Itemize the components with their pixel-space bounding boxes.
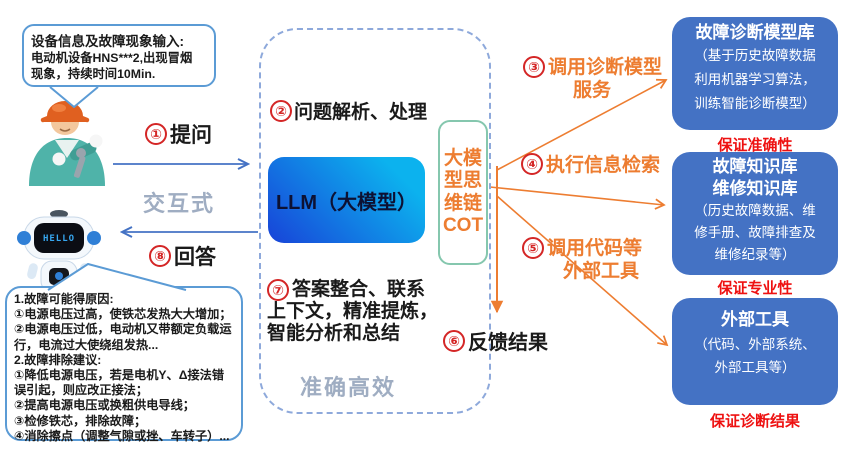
step1-question-label: ① 提问 (145, 119, 212, 149)
answer-line: ②电源电压过低，电动机又带额定负载运 (14, 322, 232, 337)
device-input-line: 现象，持续时间10Min. (31, 67, 156, 81)
cot-line: 型思 (443, 170, 482, 191)
step8-number-badge: ⑧ (149, 245, 171, 267)
answer-line: 1.故障可能得原因: (14, 292, 114, 306)
cot-line: COT (442, 215, 484, 236)
knowledge-base-box: 故障知识库 维修知识库 （历史故障数据、维 修手册、故障排查及 维修纪录等） (672, 152, 838, 275)
step6-number-badge: ⑥ (443, 329, 465, 352)
step4-number-badge: ④ (521, 152, 543, 175)
accuracy-guarantee-caption: 保证准确性 (717, 137, 793, 154)
external-tools-box: 外部工具 （代码、外部系统、 外部工具等） (672, 298, 838, 405)
step2-number-badge: ② (270, 99, 292, 122)
step8-answer-label: ⑧ 回答 (149, 241, 216, 271)
diagnosis-result-guarantee-caption: 保证诊断结果 (709, 413, 800, 430)
answer-line: 2.故障排除建议: (14, 352, 102, 367)
llm-process-container (259, 28, 491, 414)
device-input-bubble: 设备信息及故障现象输入: 电动机设备HNS***2,出现冒烟 现象，持续时间10… (22, 24, 216, 87)
cot-line: 维链 (443, 192, 482, 214)
worker-avatar-image (29, 101, 105, 186)
interactive-mode-label: 交互式 (143, 191, 216, 216)
answer-line: 误引起，则应改正接法； (14, 383, 149, 398)
answer-line: ③检修铁芯，排除故障； (14, 413, 147, 428)
accurate-efficient-label: 准确高效 (300, 375, 397, 400)
step3-number-badge: ③ (523, 56, 545, 78)
step5-call-tools-label: ⑤ 调用代码等 外部工具 (522, 237, 642, 283)
cot-line: 大模 (443, 147, 482, 169)
answer-line: 行，电流过大使绕组发热... (14, 337, 159, 352)
step7-number-badge: ⑦ (267, 279, 289, 301)
professionalism-guarantee-caption: 保证专业性 (717, 280, 793, 297)
step6-feedback-label: ⑥ 反馈结果 (443, 326, 548, 355)
step2-parse-label: ② 问题解析、处理 (270, 97, 427, 124)
input-bubble-tail (49, 86, 99, 108)
answer-line: ①电源电压过高，使铁芯发热大大增加； (14, 307, 232, 322)
diagnosis-answer-bubble: 1.故障可能得原因: ①电源电压过高，使铁芯发热大大增加； ②电源电压过低，电动… (5, 286, 243, 443)
info-retrieval-arrow (489, 186, 666, 210)
step5-number-badge: ⑤ (522, 237, 544, 259)
answer-bubble-tail (47, 263, 187, 291)
step1-number-badge: ① (145, 123, 167, 145)
robot-screen-text: HELLO (43, 234, 75, 244)
device-input-line: 电动机设备HNS***2,出现冒烟 (31, 51, 193, 65)
device-input-title: 设备信息及故障现象输入: (31, 34, 184, 49)
answer-line: ①降低电源电压，若是电机Y、Δ接法错 (14, 368, 225, 383)
step7-summary-label: ⑦ 答案整合、联系 上下文，精准提炼， 智能分析和总结 (267, 279, 439, 344)
llm-model-box: LLM（大模型） (268, 157, 425, 243)
step4-info-retrieval-label: ④ 执行信息检索 (521, 150, 660, 177)
diagnosis-model-library-box: 故障诊断模型库 （基于历史故障数据 利用机器学习算法， 训练智能诊断模型） (672, 17, 838, 130)
answer-line: ④消除擦点（调整气隙或挫、车转子）... (14, 428, 230, 443)
answer-line: ②提高电源电压或换粗供电导线； (14, 398, 195, 413)
cot-chain-box: 大模 型思 维链 COT (438, 120, 488, 265)
step3-call-model-label: ③ 调用诊断模型 服务 (523, 56, 662, 102)
